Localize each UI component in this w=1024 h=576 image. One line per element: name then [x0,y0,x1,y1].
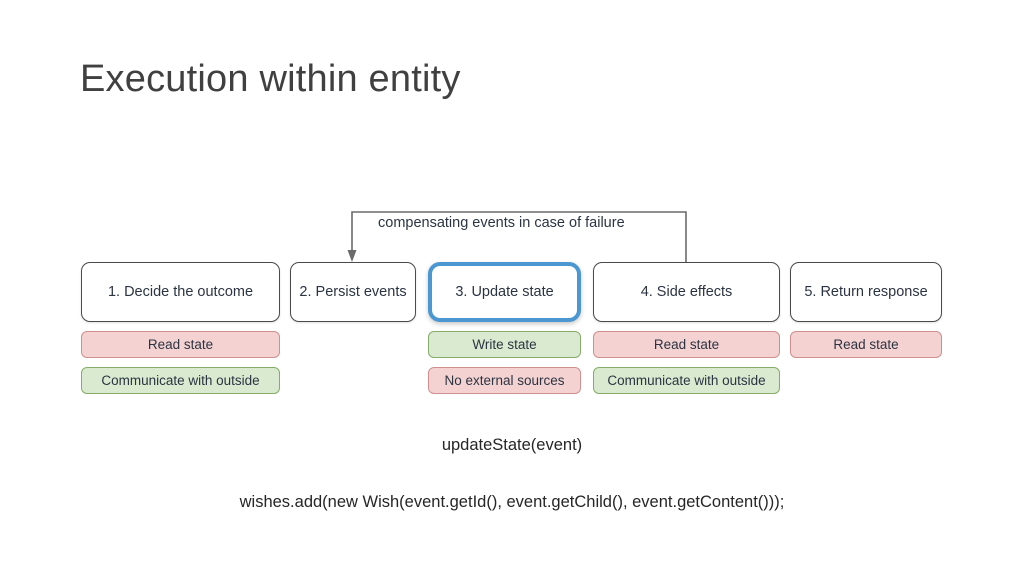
stage-column-3: 3. Update state Write state No external … [428,262,581,394]
stage-tag-placeholder-2b [290,367,416,394]
stage-tag-write-state-3: Write state [428,331,581,358]
stage-tag-communicate-with-outside-1: Communicate with outside [81,367,280,394]
connector-arrowhead [347,250,357,262]
stage-tag-no-external-sources-3: No external sources [428,367,581,394]
code-line-update-state: updateState(event) [441,436,583,454]
stage-column-4: 4. Side effects Read state Communicate w… [593,262,780,394]
stage-tag-placeholder-2a [290,331,416,358]
stage-tag-placeholder-5b [790,367,942,394]
stage-column-5: 5. Return response Read state [790,262,942,394]
stage-tag-communicate-with-outside-4: Communicate with outside [593,367,780,394]
stage-box-persist-events[interactable]: 2. Persist events [290,262,416,322]
stage-box-update-state[interactable]: 3. Update state [428,262,581,322]
stage-column-2: 2. Persist events [290,262,416,394]
stage-tag-read-state-4: Read state [593,331,780,358]
code-line-wishes-add: wishes.add(new Wish(event.getId(), event… [239,493,785,511]
connector-annotation-label: compensating events in case of failure [378,215,625,231]
page-title: Execution within entity [80,58,461,100]
stage-tag-read-state-5: Read state [790,331,942,358]
stage-column-1: 1. Decide the outcome Read state Communi… [81,262,280,394]
stage-box-return-response[interactable]: 5. Return response [790,262,942,322]
stage-box-decide-the-outcome[interactable]: 1. Decide the outcome [81,262,280,322]
stage-box-side-effects[interactable]: 4. Side effects [593,262,780,322]
stage-tag-read-state-1: Read state [81,331,280,358]
